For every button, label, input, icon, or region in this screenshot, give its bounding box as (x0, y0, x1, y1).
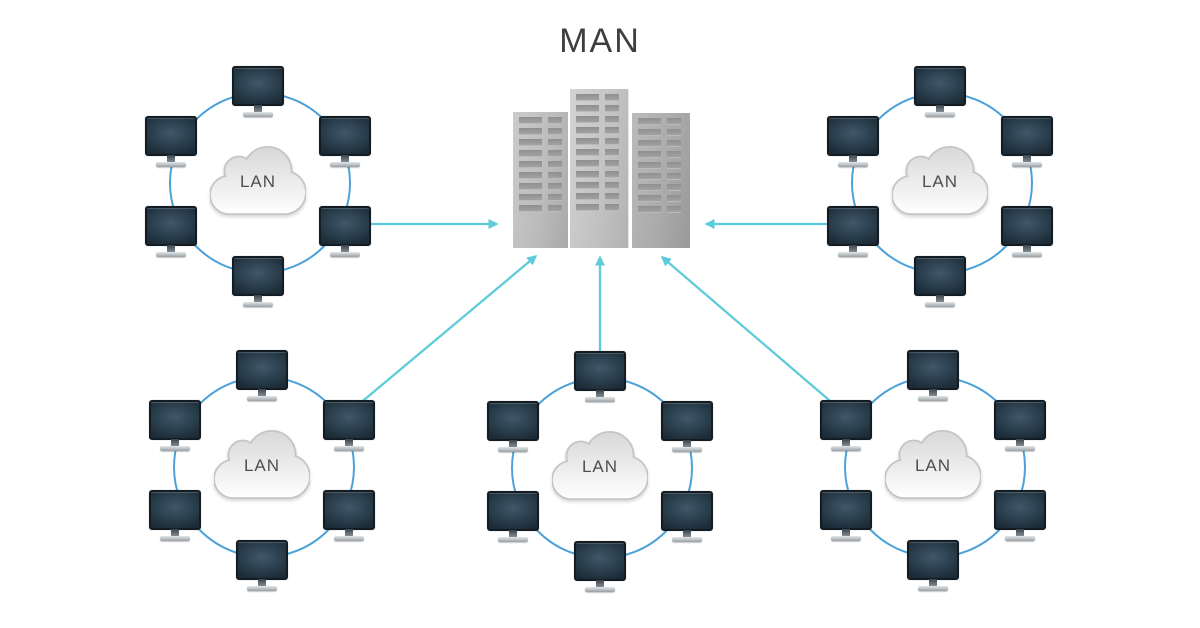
computer-monitor-icon (236, 350, 288, 401)
building-windows (638, 118, 661, 214)
lan-label: LAN (581, 457, 619, 476)
building-tower-center (570, 89, 628, 248)
lan-label: LAN (921, 172, 959, 191)
lan-cluster-bottom-left: LAN (137, 340, 387, 591)
computer-monitor-icon (820, 490, 872, 541)
lan-label: LAN (243, 456, 281, 475)
computer-monitor-icon (827, 116, 879, 167)
building-windows (519, 117, 542, 214)
building-windows (605, 94, 619, 214)
arrow-lan-bottomleft-to-man (351, 255, 538, 411)
computer-monitor-icon (661, 491, 713, 542)
diagram-title: MAN (559, 22, 641, 60)
computer-monitor-icon (574, 541, 626, 592)
building-windows (548, 117, 562, 214)
computer-monitor-icon (323, 490, 375, 541)
building-tower-left (513, 112, 568, 248)
lan-label: LAN (914, 456, 952, 475)
computer-monitor-icon (994, 490, 1046, 541)
lan-cluster-top-left: LAN (133, 56, 383, 307)
cloud-icon (214, 429, 310, 499)
building-tower-right (632, 113, 690, 248)
lan-label: LAN (239, 172, 277, 191)
computer-monitor-icon (145, 116, 197, 167)
computer-monitor-icon (827, 206, 879, 257)
computer-monitor-icon (232, 256, 284, 307)
building-windows (667, 118, 681, 214)
lan-cluster-top-right: LAN (815, 56, 1065, 307)
computer-monitor-icon (661, 401, 713, 452)
computer-monitor-icon (907, 350, 959, 401)
computer-monitor-icon (820, 400, 872, 451)
computer-monitor-icon (145, 206, 197, 257)
cloud-icon (552, 430, 648, 500)
computer-monitor-icon (914, 256, 966, 307)
building-windows (576, 94, 599, 214)
computer-monitor-icon (487, 491, 539, 542)
computer-monitor-icon (994, 400, 1046, 451)
computer-monitor-icon (236, 540, 288, 591)
lan-cluster-bottom-right: LAN (808, 340, 1058, 591)
cloud-icon (892, 145, 988, 215)
computer-monitor-icon (149, 490, 201, 541)
lan-cluster-bottom-center: LAN (475, 341, 725, 592)
man-building-icon (513, 89, 690, 248)
cloud-icon (885, 429, 981, 499)
cloud-icon (210, 145, 306, 215)
computer-monitor-icon (907, 540, 959, 591)
computer-monitor-icon (487, 401, 539, 452)
computer-monitor-icon (574, 351, 626, 402)
computer-monitor-icon (914, 66, 966, 117)
arrow-lan-bottomright-to-man (660, 256, 844, 413)
computer-monitor-icon (319, 206, 371, 257)
computer-monitor-icon (149, 400, 201, 451)
computer-monitor-icon (232, 66, 284, 117)
computer-monitor-icon (1001, 206, 1053, 257)
computer-monitor-icon (319, 116, 371, 167)
computer-monitor-icon (1001, 116, 1053, 167)
computer-monitor-icon (323, 400, 375, 451)
